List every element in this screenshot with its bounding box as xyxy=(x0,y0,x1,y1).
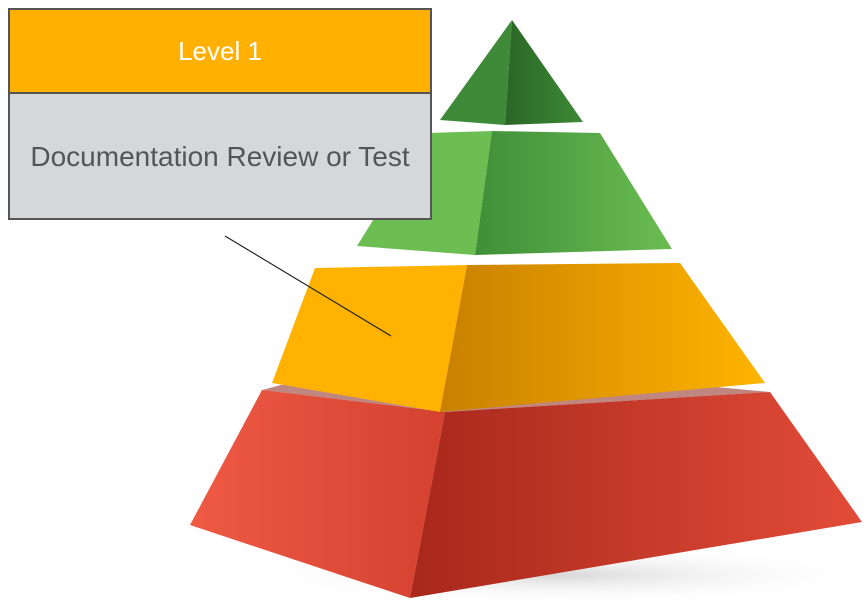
level-callout: Level 1 Documentation Review or Test xyxy=(8,8,432,220)
pyramid-tier-lower-middle xyxy=(272,263,765,412)
callout-title: Level 1 xyxy=(10,10,430,94)
callout-description: Documentation Review or Test xyxy=(30,141,410,172)
pyramid-tier-top xyxy=(440,20,583,125)
callout-leader-line xyxy=(224,235,392,337)
